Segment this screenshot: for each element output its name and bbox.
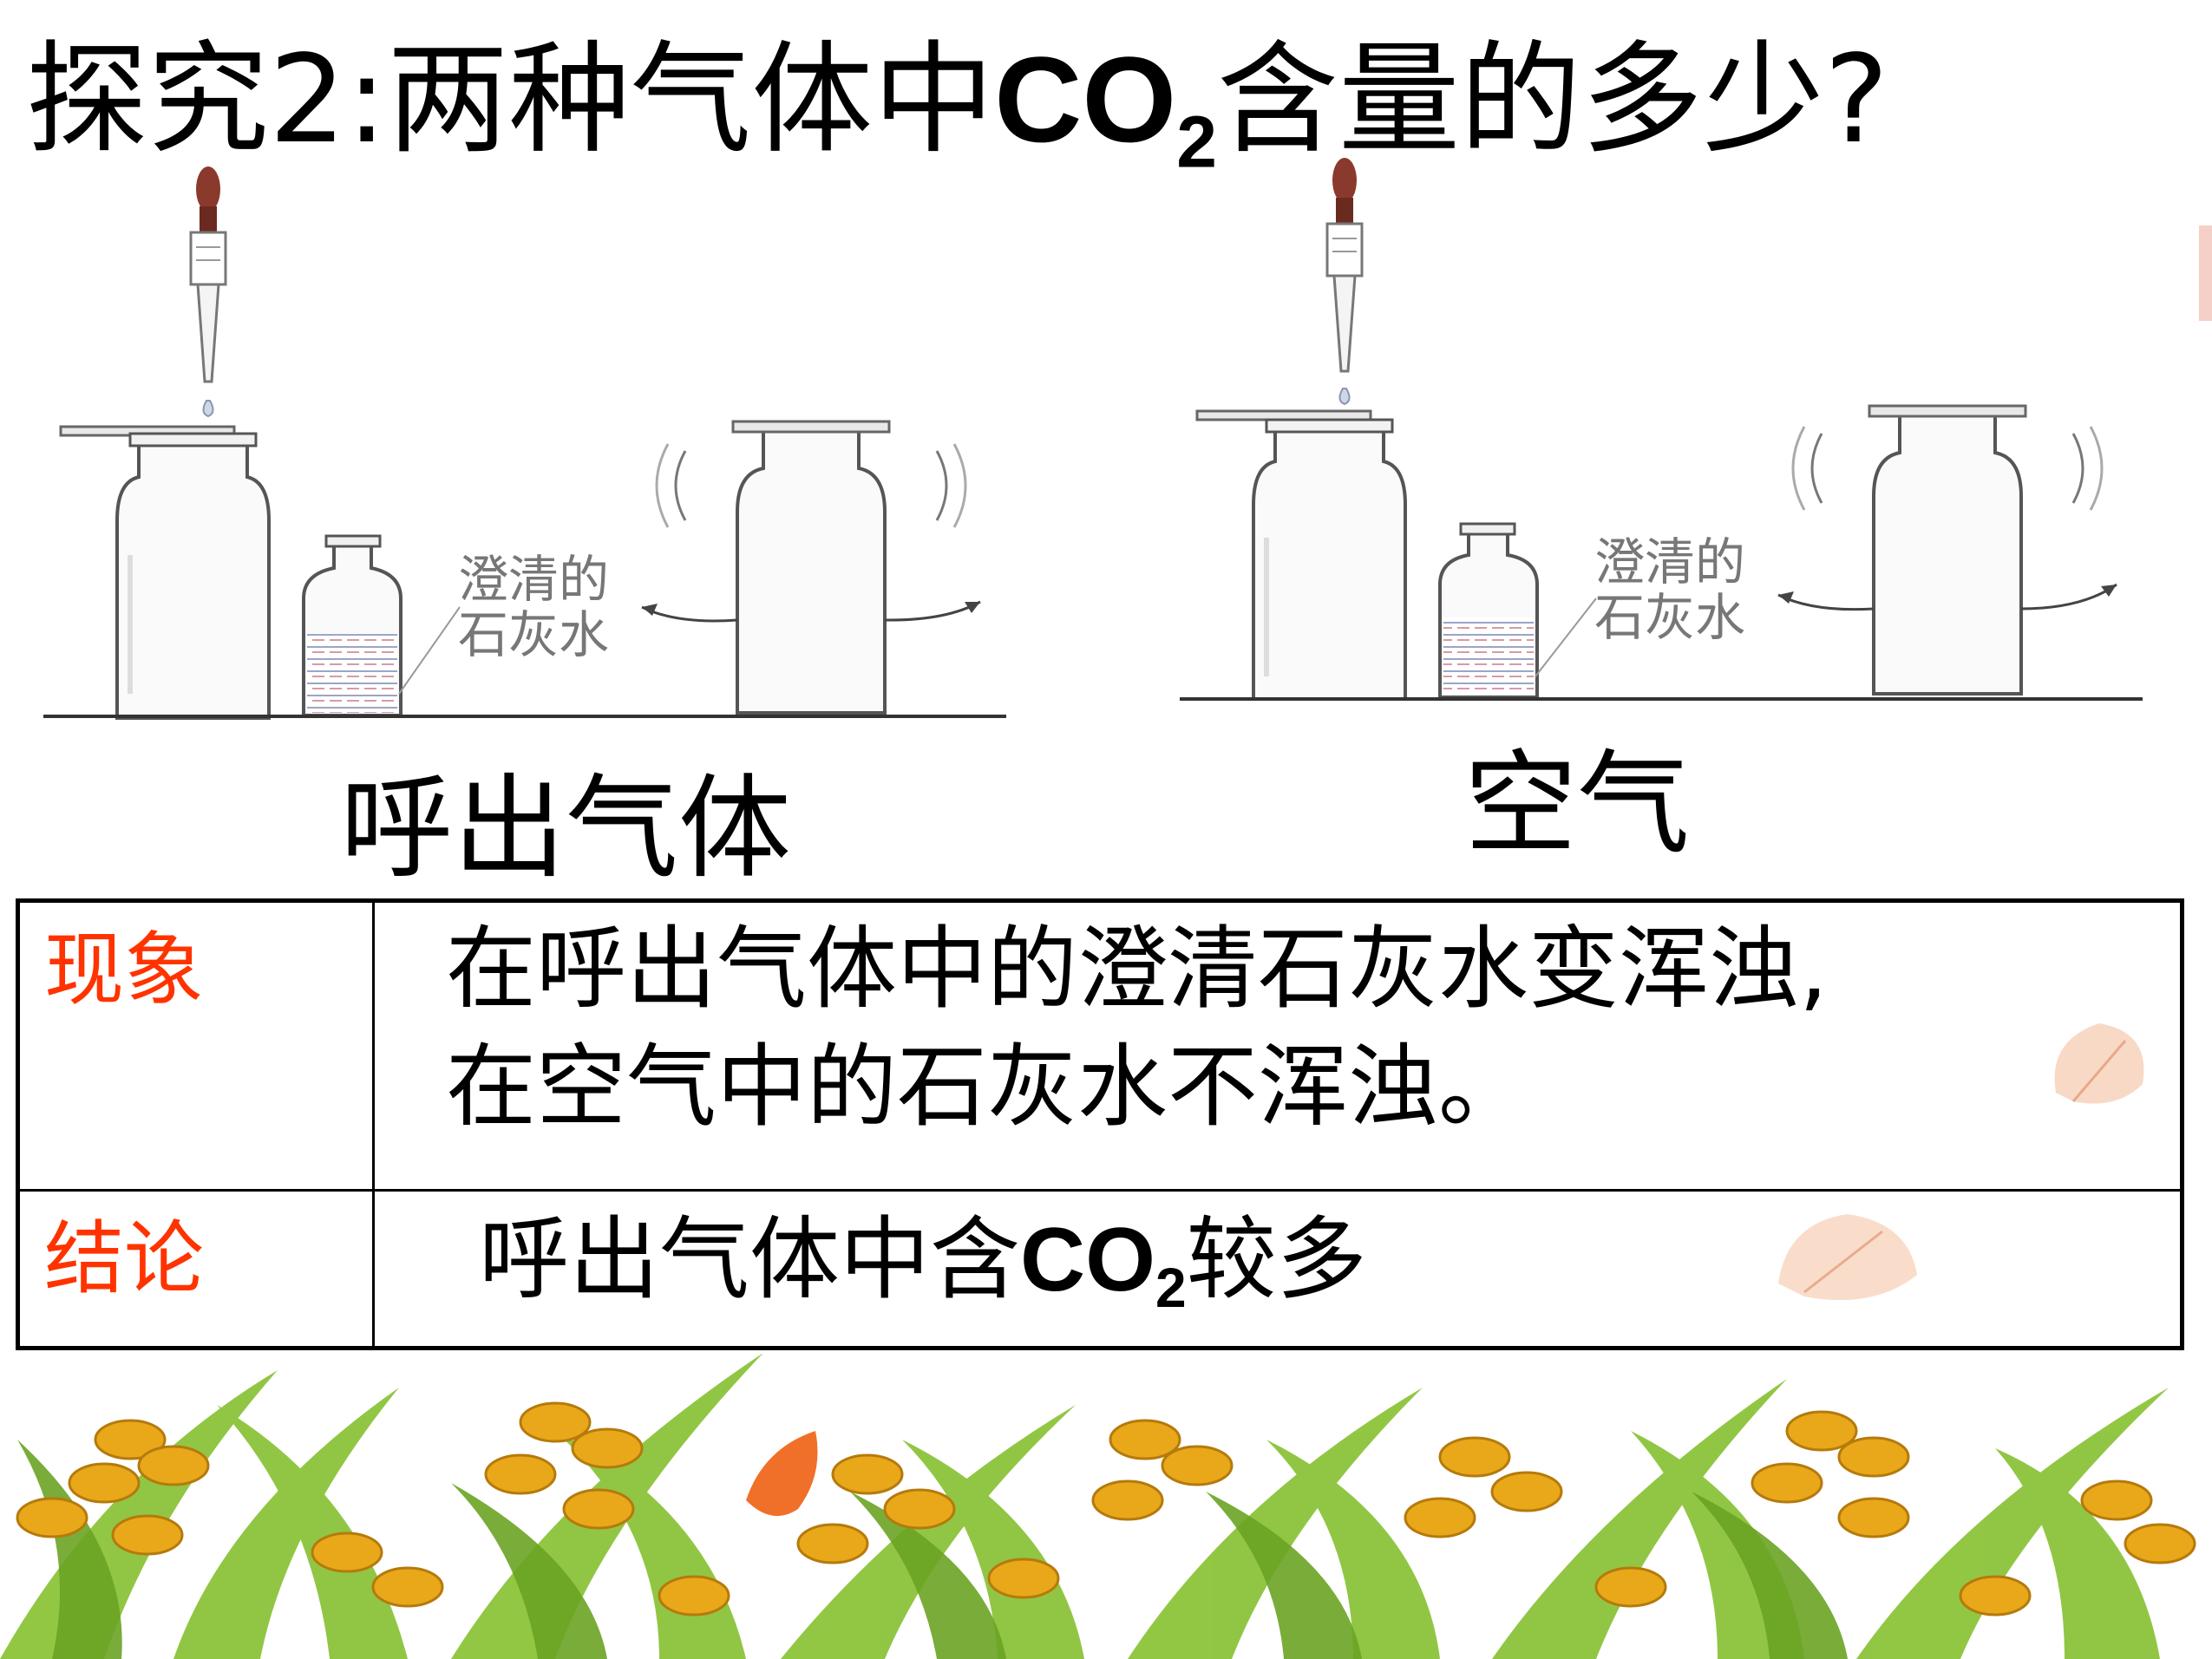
- autumn-leaf-icon: [1778, 1214, 1917, 1301]
- dropper-icon: [189, 167, 227, 418]
- wheat-field-decoration: [0, 1353, 2196, 1659]
- experiment-left: [43, 167, 1006, 720]
- bottle-icon: [1438, 522, 1539, 699]
- experiment-illustrations: [43, 158, 2212, 720]
- title-subscript: 2: [1176, 101, 1217, 183]
- title-prefix: 探究2:两种气体中: [26, 29, 995, 171]
- conclusion-subscript: 2: [1155, 1257, 1187, 1320]
- table-row-observation: 现象 在呼出气体中的澄清石灰水变浑浊, 在空气中的石灰水不浑浊。: [16, 899, 2183, 1192]
- autumn-leaf-icon: [746, 1431, 818, 1516]
- caption-air: 空气: [1464, 738, 1691, 870]
- title-suffix: 含量的多少?: [1216, 29, 1889, 171]
- observation-line: 在空气中的石灰水不浑浊。: [446, 1034, 1529, 1140]
- bottle-icon: [1252, 418, 1407, 701]
- slide-title: 探究2:两种气体中CO2含量的多少?: [26, 17, 1888, 183]
- caption-exhaled-air: 呼出气体: [340, 762, 792, 894]
- bottle-label-right: 澄清的 石灰水: [1594, 534, 1785, 645]
- results-table: 现象 在呼出气体中的澄清石灰水变浑浊, 在空气中的石灰水不浑浊。 结论 呼出气体…: [16, 898, 2184, 1350]
- conclusion-suffix: 较多: [1186, 1206, 1367, 1312]
- bottle-label-line: 石灰水: [458, 605, 610, 664]
- conclusion-text: 呼出气体中含CO2较多: [372, 1189, 2183, 1349]
- dropper-icon: [1325, 158, 1364, 406]
- bottle-label-line: 澄清的: [1594, 532, 1746, 591]
- bottle-icon: [731, 420, 891, 715]
- observation-label: 现象: [16, 899, 375, 1192]
- observation-line: 在呼出气体中的澄清石灰水变浑浊,: [446, 916, 1829, 1022]
- bottle-icon: [115, 432, 271, 720]
- title-formula: CO: [994, 31, 1177, 167]
- bottle-label-line: 澄清的: [458, 550, 610, 609]
- conclusion-formula: CO: [1020, 1210, 1156, 1310]
- autumn-leaf-icon: [2054, 1023, 2144, 1104]
- observation-text: 在呼出气体中的澄清石灰水变浑浊, 在空气中的石灰水不浑浊。: [372, 899, 2183, 1192]
- table-row-conclusion: 结论 呼出气体中含CO2较多: [16, 1189, 2183, 1349]
- bottle-label-line: 石灰水: [1594, 588, 1746, 647]
- bottle-label-left: 澄清的 石灰水: [458, 552, 649, 663]
- conclusion-label: 结论: [16, 1189, 375, 1349]
- bottle-icon: [302, 534, 402, 717]
- conclusion-prefix: 呼出气体中含: [479, 1206, 1021, 1312]
- experiment-right: [1180, 158, 2143, 701]
- bottle-icon: [1868, 404, 2027, 696]
